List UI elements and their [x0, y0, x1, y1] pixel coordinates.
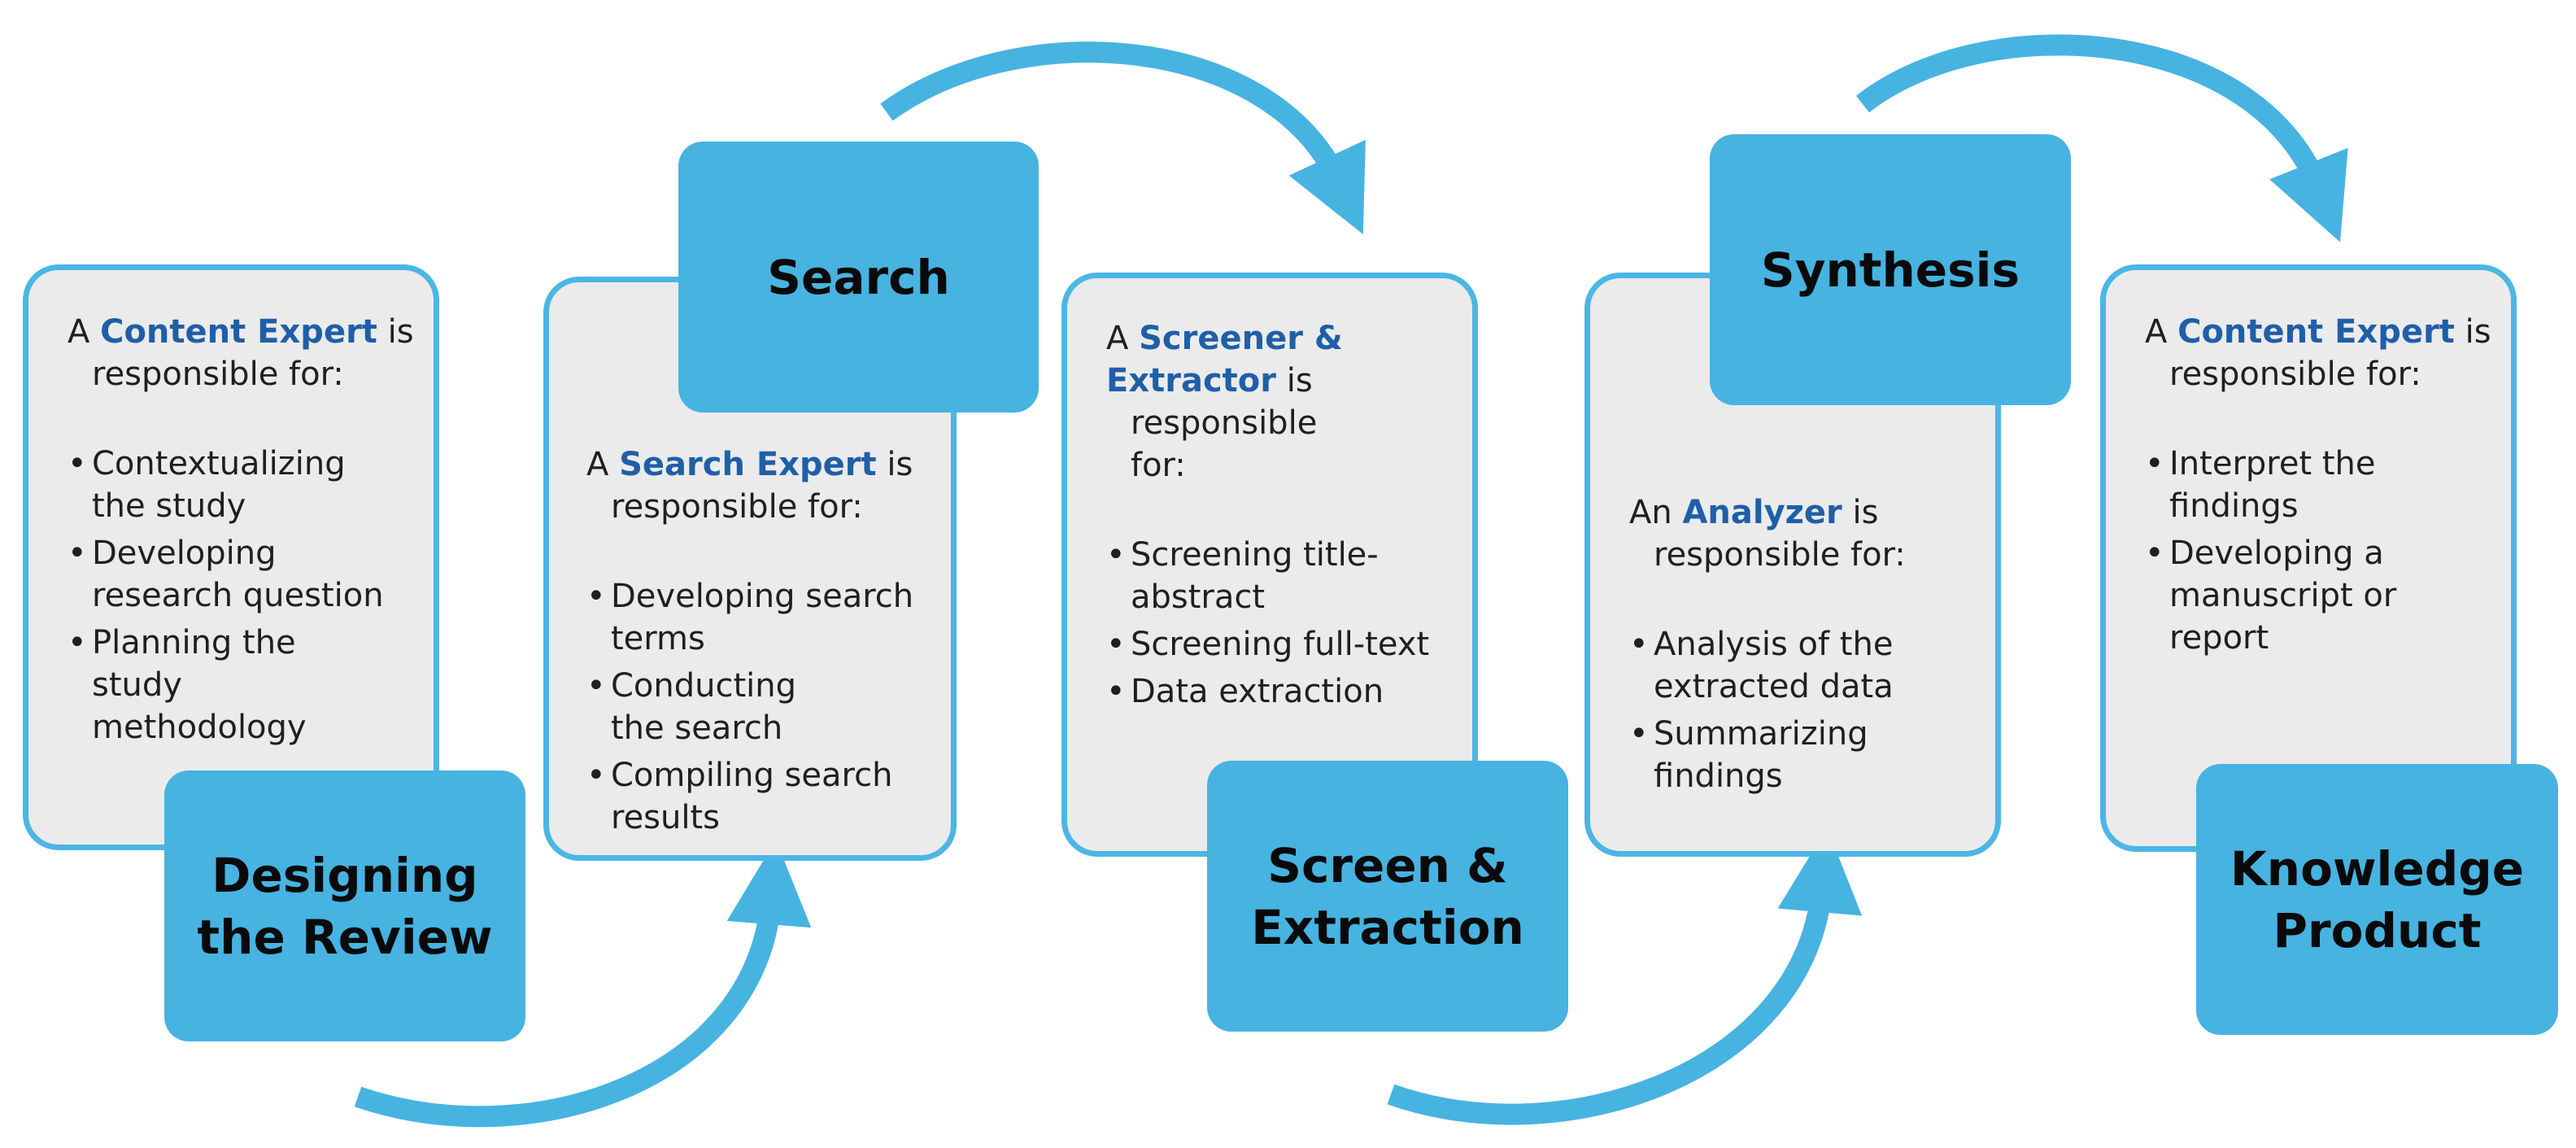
- list-item: Screening title-abstract: [1106, 534, 1407, 618]
- arrow-screen-to-synthesis: [1387, 827, 1863, 1125]
- role-analyzer: Analyzer: [1682, 494, 1842, 531]
- card-intro: A Content Expert is responsible for:: [68, 313, 414, 393]
- list-item: Contextualizing the study: [68, 443, 368, 527]
- stage-search: Search: [678, 142, 1039, 412]
- responsibility-list: Analysis of the extracted data Summarizi…: [1629, 623, 1979, 797]
- arrow-synthesis-to-knowledge: [1855, 34, 2348, 242]
- role-search-expert: Search Expert: [619, 446, 877, 483]
- list-item: Conducting the search: [586, 665, 855, 749]
- stage-screen-extraction: Screen & Extraction: [1207, 761, 1568, 1032]
- card-designing: A Content Expert is responsible for: Con…: [23, 264, 439, 850]
- list-item: Developing a manuscript or report: [2145, 532, 2413, 659]
- responsibility-list: Screening title-abstract Screening full-…: [1106, 534, 1456, 713]
- list-item: Analysis of the extracted data: [1629, 623, 1930, 708]
- role-content-expert: Content Expert: [2177, 313, 2455, 351]
- role-screener-extractor: Screener & Extractor: [1106, 320, 1343, 399]
- arrow-search-to-screen: [880, 41, 1366, 234]
- stage-knowledge-product: Knowledge Product: [2196, 764, 2558, 1035]
- responsibility-list: Contextualizing the study Developing res…: [68, 443, 417, 749]
- list-item: Interpret the findings: [2145, 443, 2397, 527]
- list-item: Screening full-text: [1106, 623, 1472, 666]
- stage-synthesis: Synthesis: [1710, 134, 2071, 405]
- responsibility-list: Developing search terms Conducting the s…: [586, 575, 935, 839]
- list-item: Developing search terms: [586, 575, 936, 660]
- card-knowledge: A Content Expert is responsible for: Int…: [2100, 264, 2517, 852]
- card-intro: A Content Expert is responsible for:: [2145, 313, 2491, 393]
- list-item: Planning the study methodology: [68, 622, 336, 749]
- card-intro: An Analyzer is responsible for:: [1629, 494, 1906, 574]
- list-item: Compiling search results: [586, 754, 920, 839]
- card-intro: A Search Expert is responsible for:: [586, 446, 913, 526]
- list-item: Summarizing findings: [1629, 713, 1898, 797]
- stage-designing-the-review: Designing the Review: [164, 770, 525, 1041]
- list-item: Developing research question: [68, 532, 417, 617]
- arrow-design-to-search: [354, 840, 812, 1128]
- responsibility-list: Interpret the findings Developing a manu…: [2145, 443, 2495, 659]
- role-content-expert: Content Expert: [100, 313, 377, 351]
- card-intro: A Screener & Extractor is responsible fo…: [1106, 320, 1343, 484]
- list-item: Data extraction: [1106, 670, 1472, 713]
- card-screen: A Screener & Extractor is responsible fo…: [1061, 273, 1478, 857]
